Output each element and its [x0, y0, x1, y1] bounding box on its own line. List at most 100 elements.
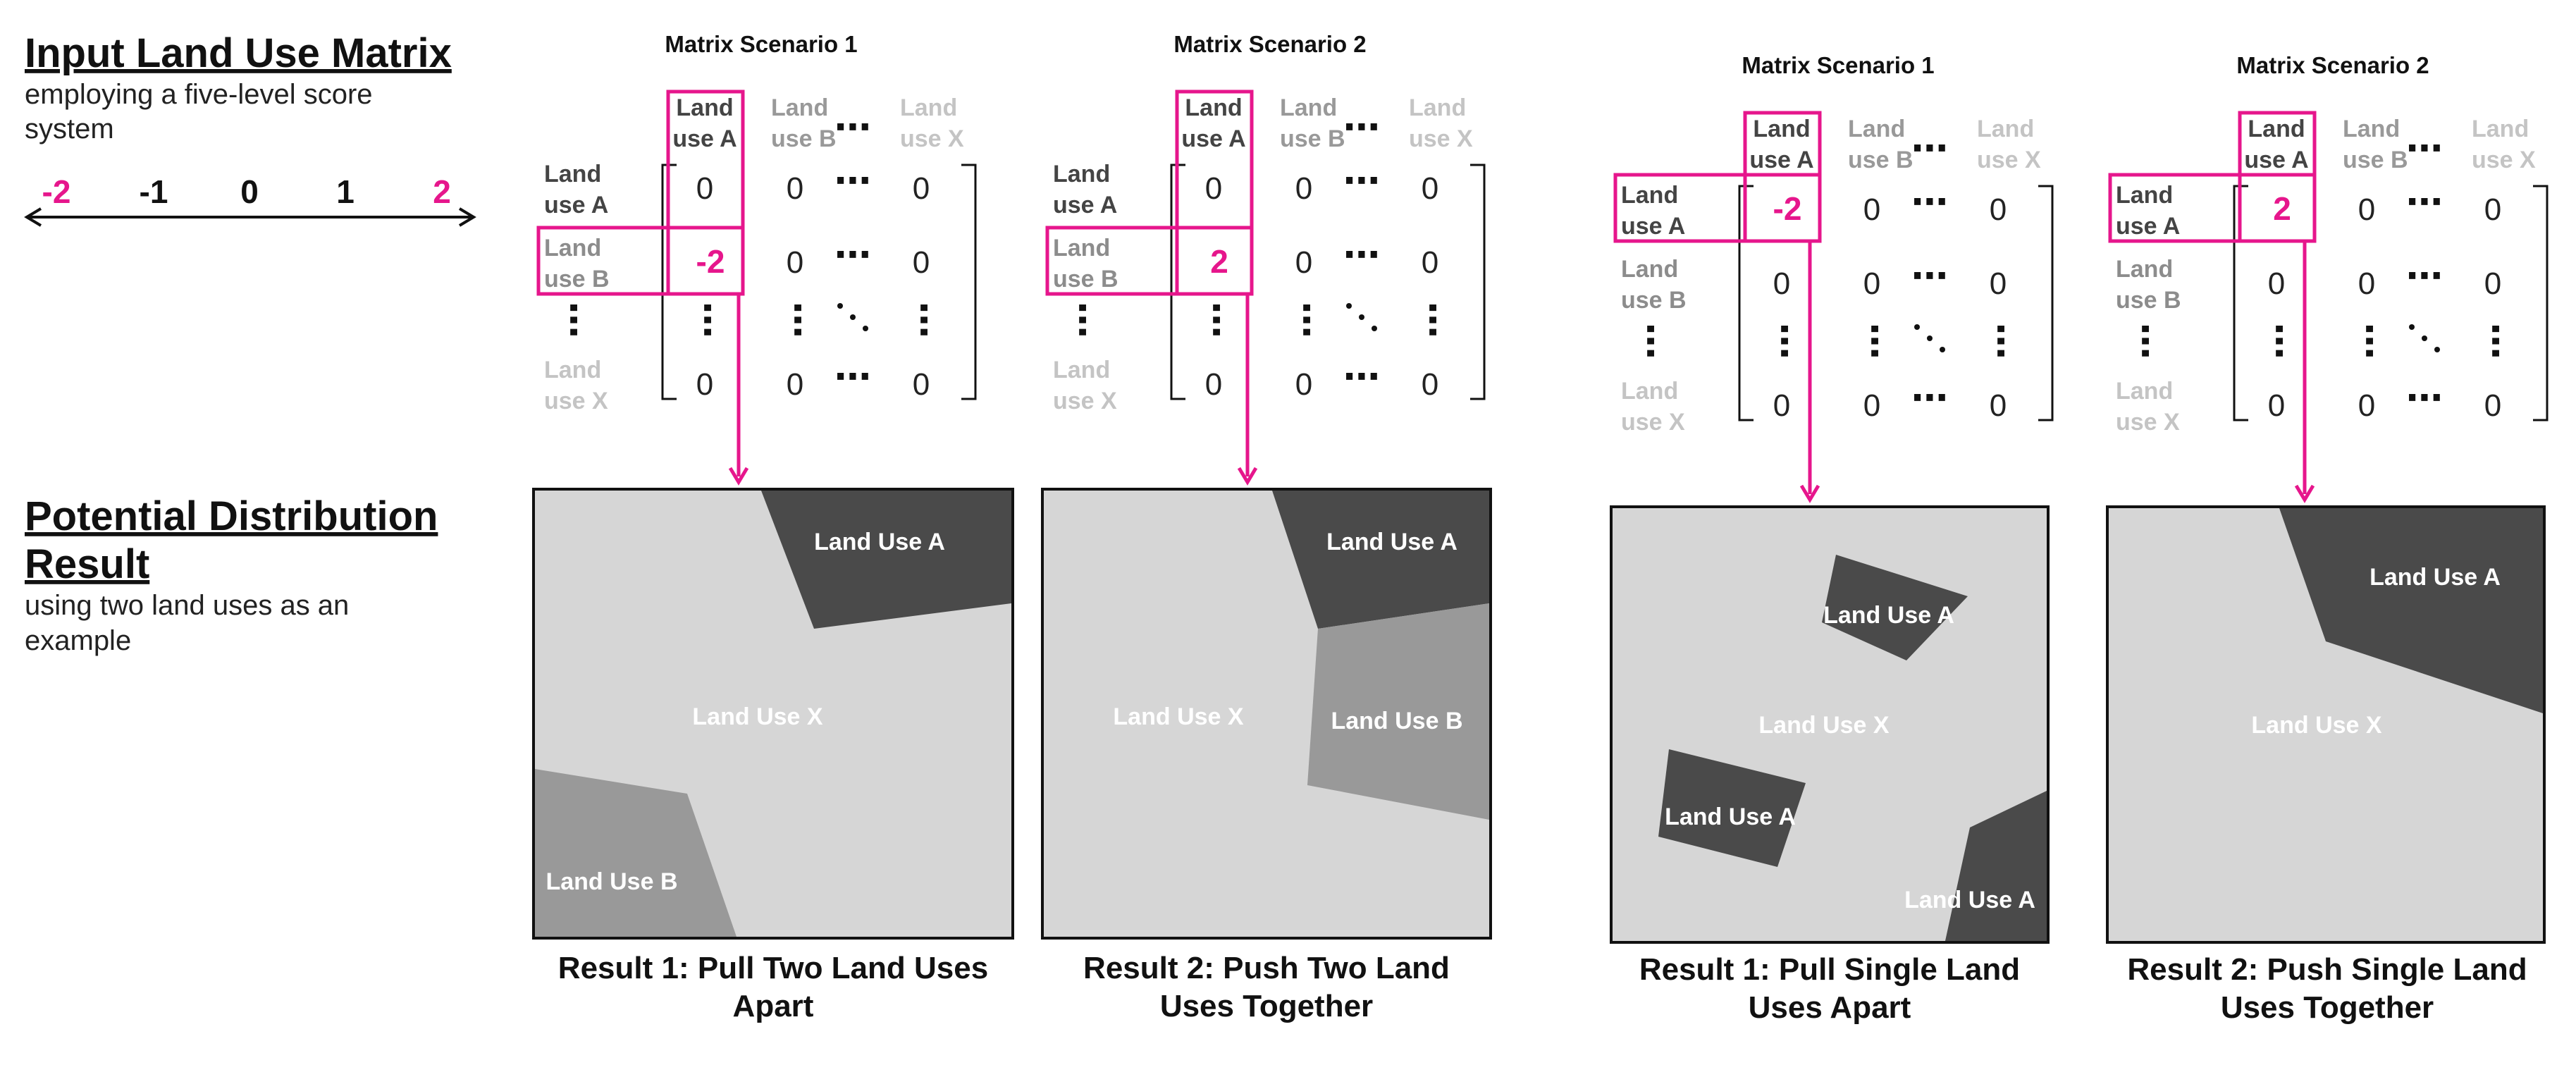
row-header: Land: [1053, 161, 1110, 187]
matrix-highlight-value: 2: [1210, 243, 1228, 280]
row-header: use X: [1621, 409, 1685, 436]
matrix-col-ellipsis: ⋯: [2348, 323, 2389, 359]
col-header-x: Land: [900, 94, 957, 121]
matrix-row-ellipsis: ⋯: [2406, 182, 2443, 223]
matrix-cell: 0: [1863, 388, 1880, 423]
result-caption-line2: Uses Apart: [1749, 990, 1911, 1025]
map-label-land-use-a: Land Use A: [1326, 529, 1458, 555]
score-scale: -2 -1 0 1 2: [24, 173, 476, 227]
matrix-col-ellipsis: ⋯: [1195, 302, 1236, 338]
matrix-row-ellipsis: ⋯: [1911, 182, 1948, 223]
row-header: Land: [1621, 256, 1678, 283]
row-header: Land: [2116, 378, 2173, 405]
matrix-cell: 0: [1773, 388, 1790, 423]
matrix-diagonal-dot: [1940, 347, 1945, 352]
row-highlight-box: [1045, 226, 1254, 296]
row-highlight-box: [536, 226, 745, 296]
col-header-x: use X: [900, 125, 964, 152]
scale-value: -1: [140, 173, 168, 210]
col-header-ellipsis: ⋯: [1911, 128, 1948, 169]
col-header-b: Land: [2343, 116, 2400, 142]
col-header-x: use X: [1977, 147, 2041, 173]
matrix-cell: 0: [2484, 388, 2501, 423]
map-panel-3: [1610, 505, 2050, 944]
input-subtitle-line2: system: [25, 113, 114, 144]
col-header-b: Land: [771, 94, 828, 121]
map-panel-1: [532, 488, 1014, 940]
matrix-cell: 0: [1205, 171, 1222, 206]
map-label-land-use-b: Land Use B: [1331, 708, 1462, 734]
matrix-row-ellipsis: ⋯: [834, 235, 871, 276]
matrix-diagonal-dot: [850, 314, 856, 320]
result-arrowhead: [1237, 467, 1258, 486]
matrix-row-ellipsis: ⋯: [1343, 235, 1380, 276]
matrix-cell: 0: [2358, 388, 2375, 423]
matrix-diagonal-dot: [1359, 314, 1364, 320]
map-border: [2106, 505, 2546, 944]
col-header-b: use B: [2343, 147, 2408, 173]
row-header: use A: [1621, 213, 1685, 240]
map-border: [532, 488, 1014, 940]
row-header-ellipsis: ⋯: [553, 302, 593, 338]
row-header: Land: [544, 235, 601, 261]
map-label-land-use-x: Land Use X: [692, 703, 822, 730]
col-header-b: use B: [1280, 125, 1345, 152]
matrix-highlight-value: -2: [696, 243, 725, 280]
result-subtitle-line1: using two land uses as an: [25, 590, 349, 621]
matrix-diagonal-dot: [1914, 324, 1920, 330]
row-header-ellipsis: ⋯: [1629, 323, 1670, 359]
col-header-x: use X: [2472, 147, 2536, 173]
matrix-cell: 0: [1205, 367, 1222, 402]
row-header: Land: [1621, 182, 1678, 209]
map-region-land-use-a: [1658, 749, 1806, 867]
col-header-a: use A: [1749, 147, 1813, 173]
row-header: Land: [2116, 182, 2173, 209]
col-header-ellipsis: ⋯: [834, 107, 871, 148]
map-label-land-use-a: Land Use A: [2369, 564, 2501, 591]
map-region-land-use-a: [1272, 491, 1489, 629]
col-header-b: Land: [1280, 94, 1337, 121]
col-header-b: Land: [1848, 116, 1905, 142]
map-border: [1610, 505, 2050, 944]
row-header: use A: [2116, 213, 2180, 240]
result-caption-line2: Uses Together: [2221, 990, 2434, 1025]
map-region-land-use-a: [1945, 791, 2047, 941]
map-region-land-use-a: [1822, 555, 1968, 660]
matrix-cell: 0: [2268, 388, 2285, 423]
matrix-row-ellipsis: ⋯: [1911, 256, 1948, 297]
col-header-a: Land: [1753, 116, 1810, 142]
row-header: use A: [544, 192, 608, 218]
scale-value: 0: [240, 173, 259, 210]
matrix-row-ellipsis: ⋯: [2406, 378, 2443, 419]
row-header: Land: [2116, 256, 2173, 283]
col-header-a: use A: [2244, 147, 2308, 173]
matrix-col-ellipsis: ⋯: [2258, 323, 2299, 359]
matrix-cell: 0: [1422, 245, 1438, 280]
matrix-cell: 0: [2358, 266, 2375, 301]
matrix-row-ellipsis: ⋯: [2406, 256, 2443, 297]
map-label-land-use-x: Land Use X: [2251, 712, 2381, 739]
scenario-title: Matrix Scenario 2: [2236, 52, 2429, 78]
col-header-a: use A: [1181, 125, 1245, 152]
matrix-diagonal-dot: [1927, 335, 1933, 341]
matrix-cell: 0: [913, 245, 930, 280]
col-header-a: Land: [1185, 94, 1242, 121]
result-title-line2: Result: [25, 541, 149, 587]
matrix-cell: 0: [1863, 266, 1880, 301]
matrix-row-ellipsis: ⋯: [834, 357, 871, 398]
matrix-cell: 0: [1773, 266, 1790, 301]
result-legend: Potential Distribution Result using two …: [25, 493, 438, 656]
matrix-cell: 0: [1295, 171, 1312, 206]
matrix-cell: 0: [913, 367, 930, 402]
matrix-cell: 0: [913, 171, 930, 206]
matrix-col-ellipsis: ⋯: [1854, 323, 1894, 359]
matrix-cell: 0: [696, 367, 713, 402]
matrix-cell: 0: [787, 367, 803, 402]
matrix-cell: 0: [1990, 192, 2007, 227]
matrix-col-ellipsis: ⋯: [1763, 323, 1804, 359]
col-header-a: Land: [676, 94, 733, 121]
col-header-ellipsis: ⋯: [1343, 107, 1380, 148]
scale-left-arrowhead: [24, 207, 42, 227]
